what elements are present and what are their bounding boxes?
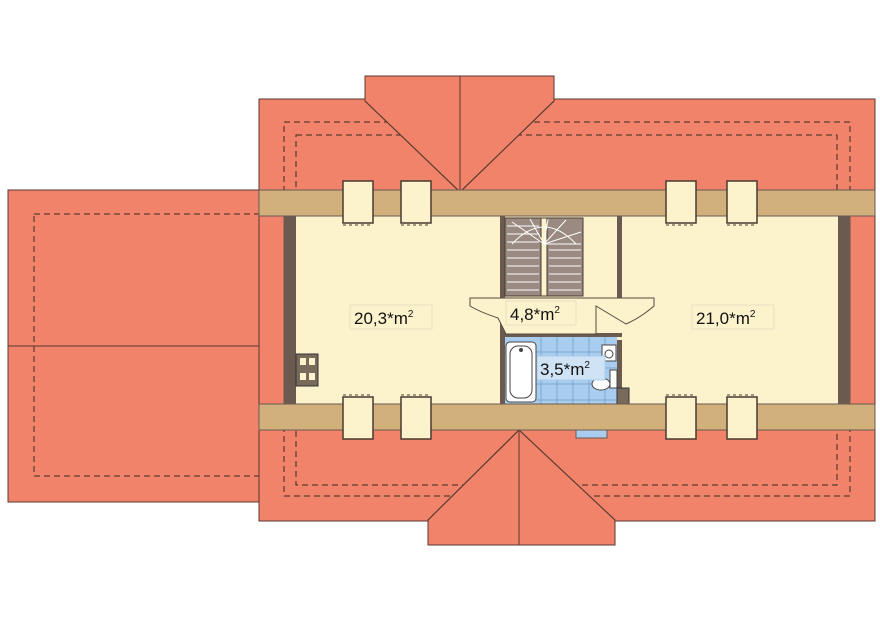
left-roof — [7, 189, 287, 503]
bottom-windows — [342, 396, 758, 440]
area-bathroom-exp: 2 — [584, 360, 590, 371]
area-room-left-exp: 2 — [408, 309, 414, 320]
top-windows — [342, 180, 758, 224]
svg-text:3,5*m2: 3,5*m2 — [540, 360, 590, 379]
area-hall-exp: 2 — [554, 305, 560, 316]
bottom-dormer-roof — [427, 429, 616, 546]
area-room-right-exp: 2 — [750, 309, 756, 320]
area-room-right: 21,0*m — [696, 309, 750, 328]
area-room-left: 20,3*m — [354, 309, 408, 328]
svg-text:4,8*m2: 4,8*m2 — [510, 305, 560, 324]
chimney — [295, 353, 319, 387]
area-bathroom: 3,5*m — [540, 360, 584, 379]
label-hall: 4,8*m2 — [505, 300, 577, 326]
window-hints — [343, 224, 757, 396]
area-hall: 4,8*m — [510, 305, 554, 324]
label-room-right: 21,0*m2 — [691, 304, 775, 330]
label-bathroom: 3,5*m2 — [536, 355, 606, 381]
svg-text:20,3*m2: 20,3*m2 — [354, 309, 414, 328]
label-room-left: 20,3*m2 — [349, 304, 433, 330]
top-dormer-roof — [364, 75, 555, 193]
svg-text:21,0*m2: 21,0*m2 — [696, 309, 756, 328]
staircase — [504, 217, 584, 297]
